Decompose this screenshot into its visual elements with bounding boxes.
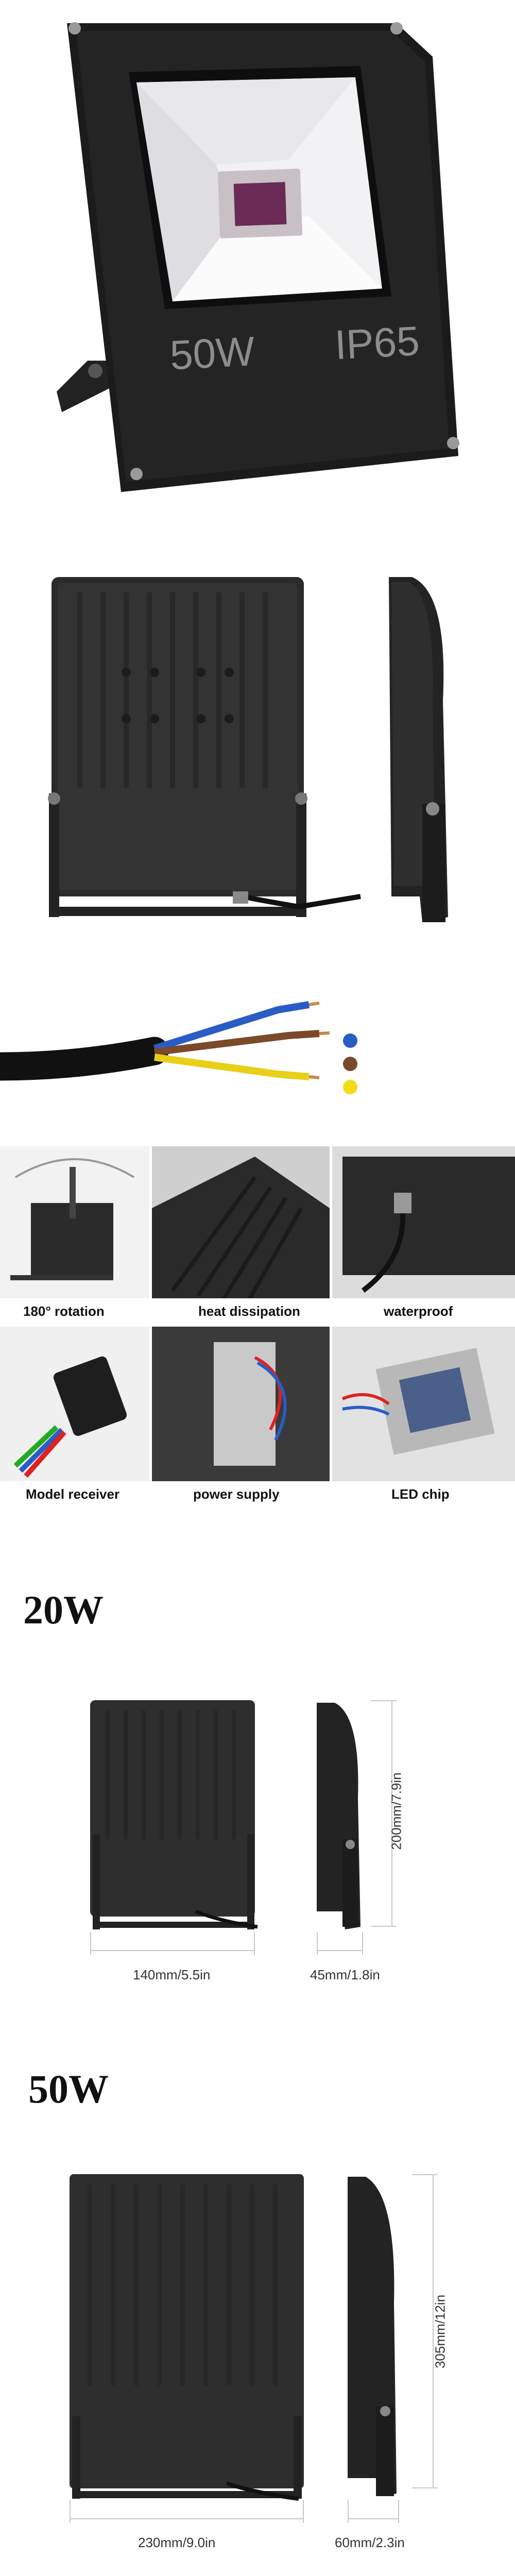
spec-50w-width: 230mm/9.0in bbox=[138, 2535, 216, 2550]
feature-tile-heat-dissipation bbox=[152, 1146, 330, 1298]
spec-50w-height: 305mm/12in bbox=[432, 2294, 448, 2369]
feature-caption-rotation: 180° rotation bbox=[23, 1303, 105, 1319]
spec-50w-title: 50W bbox=[28, 2066, 109, 2111]
floodlight-20w-back-illustration bbox=[90, 1700, 360, 1929]
feature-grid: 180° rotation heat dissipation waterproo… bbox=[0, 1146, 515, 1522]
spec-50w: 50W 230mm/9.0in 60mm/2.3in 305mm/12in bbox=[0, 2056, 515, 2571]
hero-product-image: 50W IP65 bbox=[0, 0, 515, 526]
feature-caption-power-supply: power supply bbox=[193, 1486, 280, 1502]
spec-20w: 20W 140mm/5.5in 45mm/1.8in 200mm/7.9in bbox=[0, 1571, 515, 2020]
feature-tile-rotation bbox=[0, 1146, 149, 1298]
spec-20w-height: 200mm/7.9in bbox=[388, 1772, 404, 1850]
yellow-dot-icon bbox=[343, 1080, 357, 1094]
spec-20w-title: 20W bbox=[23, 1587, 104, 1632]
back-side-view bbox=[0, 546, 515, 958]
feature-caption-heat-dissipation: heat dissipation bbox=[198, 1303, 300, 1319]
floodlight-back-illustration bbox=[48, 577, 448, 922]
brown-dot-icon bbox=[343, 1057, 357, 1071]
feature-tile-led-chip bbox=[332, 1327, 515, 1481]
ip-rating-label: IP65 bbox=[333, 317, 421, 368]
wires-image bbox=[0, 979, 515, 1149]
feature-caption-model-receiver: Model receiver bbox=[26, 1486, 120, 1502]
three-core-cable-illustration bbox=[0, 1001, 357, 1094]
spec-20w-width: 140mm/5.5in bbox=[133, 1967, 211, 1982]
wattage-label: 50W bbox=[168, 328, 256, 379]
feature-caption-led-chip: LED chip bbox=[391, 1486, 450, 1502]
spec-20w-depth: 45mm/1.8in bbox=[310, 1967, 380, 1982]
feature-caption-waterproof: waterproof bbox=[384, 1303, 453, 1319]
blue-dot-icon bbox=[343, 1033, 357, 1048]
floodlight-front-illustration bbox=[57, 22, 459, 492]
feature-tile-model-receiver bbox=[0, 1327, 149, 1481]
feature-tile-power-supply bbox=[152, 1327, 330, 1481]
feature-tile-waterproof bbox=[332, 1146, 515, 1298]
spec-50w-depth: 60mm/2.3in bbox=[335, 2535, 405, 2550]
floodlight-50w-back-illustration bbox=[70, 2174, 397, 2501]
